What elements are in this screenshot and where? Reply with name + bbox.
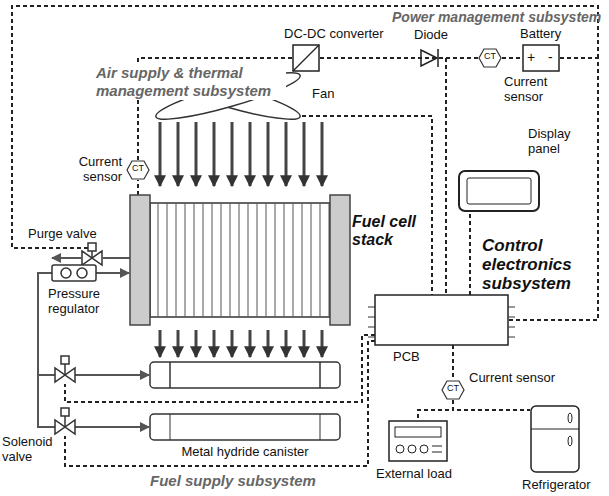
pcb-board: PCB <box>375 295 508 345</box>
part-label: Current sensor <box>504 74 568 104</box>
wire-connector <box>502 57 522 59</box>
external-load: External load <box>388 420 448 462</box>
current-sensor: CTCurrent sensor <box>126 160 150 180</box>
converter-symbol <box>292 44 320 72</box>
wire-connector <box>453 400 530 410</box>
fuel-cell-stack: Fuel cell stack <box>130 195 350 325</box>
subsystem-heading: Control electronics subsystem <box>482 236 594 293</box>
pressure-regulator <box>52 265 96 281</box>
hydride-canister: Metal hydride canister <box>150 414 340 440</box>
subsystem-heading: Power management subsystem <box>392 9 601 25</box>
canister-symbol <box>150 414 340 440</box>
display-symbol <box>458 170 540 212</box>
sensor-code: CT <box>478 51 502 61</box>
pcb-symbol <box>375 295 508 345</box>
wire-connector <box>320 57 478 59</box>
terminal-sign: - <box>548 49 553 65</box>
refrigerator: Refrigerator <box>530 405 580 473</box>
part-label: Solenoid valve <box>2 434 58 464</box>
current-sensor: CTCurrent sensor <box>478 48 502 68</box>
sensor-code: CT <box>126 163 150 173</box>
wire-connector <box>418 400 453 420</box>
part-label: PCB <box>393 349 420 364</box>
part-label: Battery <box>520 26 561 41</box>
current-sensor: CTCurrent sensor <box>441 380 465 400</box>
battery-box: Battery+- <box>522 44 560 72</box>
part-label: Diode <box>414 27 448 42</box>
part-label: Display panel <box>528 126 584 156</box>
part-label: Metal hydride canister <box>150 444 340 459</box>
part-label: Current sensor <box>52 154 122 184</box>
part-label: Current sensor <box>469 370 555 385</box>
subsystem-heading: Fuel supply subsystem <box>150 472 316 490</box>
fridge-symbol <box>530 405 580 473</box>
part-label: Purge valve <box>28 226 97 241</box>
canister <box>150 362 340 388</box>
dashed-wires <box>12 6 598 466</box>
stack-label: Fuel cell stack <box>352 213 428 249</box>
terminal-sign: + <box>527 49 535 65</box>
wire-connector <box>452 345 454 380</box>
part-label: Refrigerator <box>522 477 591 492</box>
stack-symbol <box>130 195 350 325</box>
sensor-code: CT <box>441 383 465 393</box>
part-label: DC-DC converter <box>284 26 384 41</box>
part-label: External load <box>376 466 452 481</box>
load-symbol <box>388 420 448 462</box>
subsystem-heading: Air supply & thermal management subsyste… <box>96 64 286 100</box>
wire-connector <box>469 212 471 295</box>
part-label: Fan <box>312 86 334 101</box>
converter-box: DC-DC converter <box>292 44 320 72</box>
display-panel: Display panel <box>458 170 540 212</box>
part-label: Pressure regulator <box>48 286 120 316</box>
wire-connector <box>137 180 139 195</box>
